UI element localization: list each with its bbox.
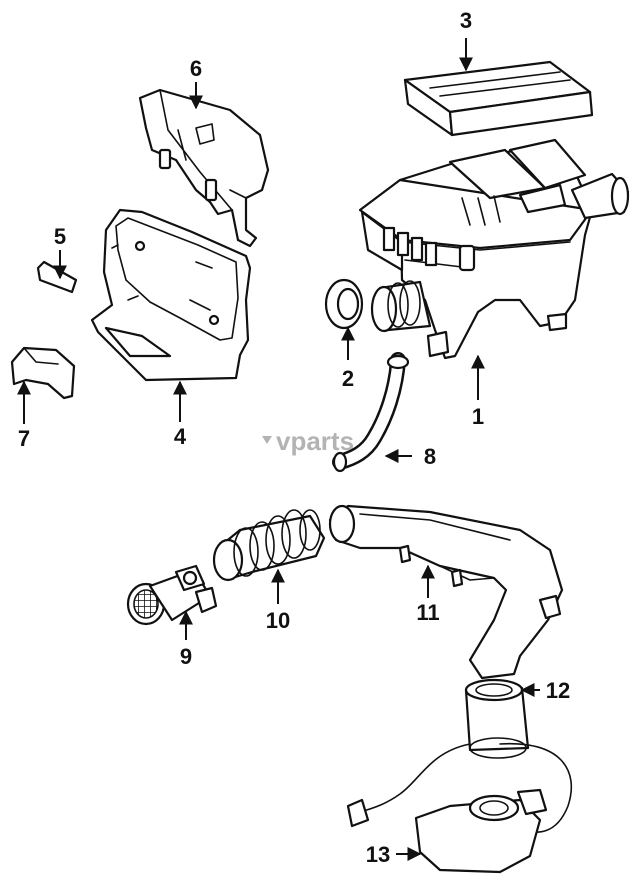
callout-8: 8 [424, 444, 436, 469]
callout-11: 11 [416, 600, 439, 625]
connector-sleeve [464, 678, 530, 759]
callout-12: 12 [546, 678, 570, 703]
shield [10, 346, 76, 400]
leader-lines [17, 38, 540, 861]
callout-6: 6 [190, 56, 202, 81]
resonator [346, 742, 573, 874]
base-tray [90, 208, 252, 382]
watermark-text: vparts [276, 426, 354, 456]
air-cleaner-housing [358, 138, 630, 360]
bellows-hose [212, 509, 326, 582]
callout-5: 5 [54, 224, 66, 249]
callout-4: 4 [174, 424, 187, 449]
watermark-logo: vparts [262, 426, 354, 456]
callout-10: 10 [266, 608, 290, 633]
callout-numbers: 1 2 3 4 5 6 7 8 9 10 11 12 13 [18, 8, 570, 867]
clip [36, 260, 78, 294]
callout-1: 1 [472, 404, 484, 429]
upper-cover [138, 88, 270, 248]
air-flow-meter [126, 564, 218, 626]
breather-hose [332, 352, 410, 473]
callout-3: 3 [460, 8, 472, 33]
callout-7: 7 [18, 426, 30, 451]
intake-boot [370, 280, 432, 333]
callout-9: 9 [180, 644, 192, 669]
callout-2: 2 [342, 366, 354, 391]
intake-duct [328, 504, 564, 680]
seal-ring [324, 278, 364, 330]
air-filter-element [403, 60, 594, 137]
callout-13: 13 [366, 842, 390, 867]
